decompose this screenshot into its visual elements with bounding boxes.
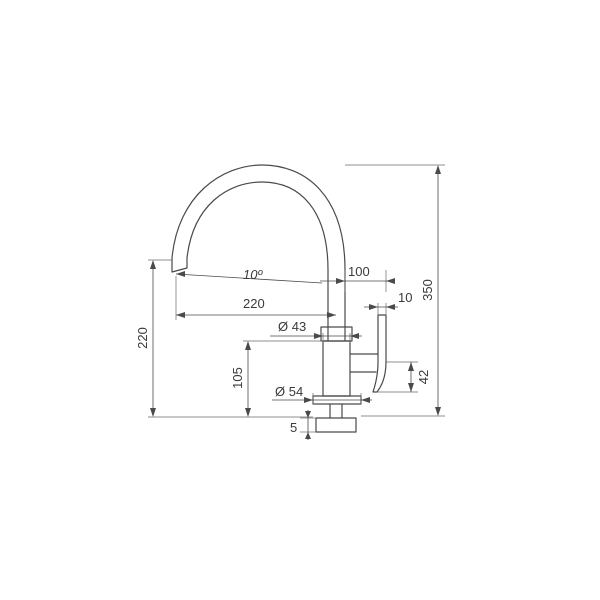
dim-10-degree-line — [175, 273, 323, 284]
label-10-degree: 10º — [243, 267, 263, 282]
spout-inner-curve — [186, 181, 329, 341]
collar — [320, 326, 353, 342]
label-220-horizontal: 220 — [243, 296, 265, 311]
dimension-lines — [148, 164, 445, 440]
label-100: 100 — [348, 264, 370, 279]
label-diameter-43: Ø 43 — [278, 319, 306, 334]
spout-nozzle — [171, 257, 188, 273]
label-10-offset: 10 — [398, 290, 412, 305]
label-42: 42 — [416, 370, 431, 384]
label-105: 105 — [230, 367, 245, 389]
label-5: 5 — [290, 420, 297, 435]
spout-outer-curve — [171, 164, 346, 341]
label-350: 350 — [420, 279, 435, 301]
dimension-labels: 350 10º 100 220 10 Ø 43 42 220 105 Ø 54 … — [135, 264, 435, 435]
faucet-outline — [171, 164, 387, 433]
label-diameter-54: Ø 54 — [275, 384, 303, 399]
label-220-vertical: 220 — [135, 327, 150, 349]
lower-plate — [315, 417, 357, 433]
stem — [329, 403, 343, 419]
handle-connection — [349, 353, 379, 373]
faucet-body — [322, 340, 351, 397]
